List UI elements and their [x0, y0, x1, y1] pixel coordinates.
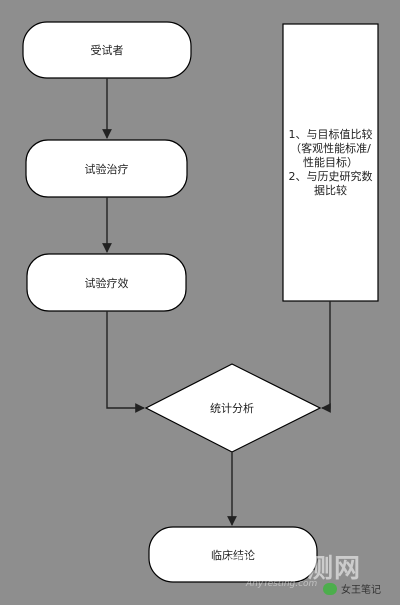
- node-efficacy-label: 试验疗效: [84, 276, 129, 290]
- side-note-line-1: 1、与目标值比较（客观性能标准/性能目标）: [288, 127, 373, 169]
- edge-note-analysis: [321, 301, 331, 413]
- wechat-icon: [323, 582, 337, 595]
- wechat-account-tag: 女王笔记: [323, 581, 381, 596]
- side-note-text: 1、与目标值比较（客观性能标准/性能目标） 2、与历史研究数据比较: [283, 24, 378, 301]
- node-conclusion-label: 临床结论: [211, 548, 255, 562]
- watermark-subtext: AnyTesting.com: [246, 579, 318, 589]
- side-note-line-2: 2、与历史研究数据比较: [288, 169, 373, 197]
- node-analysis-label: 统计分析: [210, 402, 254, 415]
- wechat-account-label: 女王笔记: [341, 585, 381, 596]
- node-subject-label: 受试者: [90, 44, 124, 57]
- node-conclusion-shape: [148, 526, 318, 583]
- node-treatment-label: 试验治疗: [84, 162, 129, 176]
- edge-efficacy-analysis: [106, 311, 145, 413]
- side-note-box: [282, 23, 379, 302]
- watermark-text: 嘉峪检测网: [226, 554, 362, 584]
